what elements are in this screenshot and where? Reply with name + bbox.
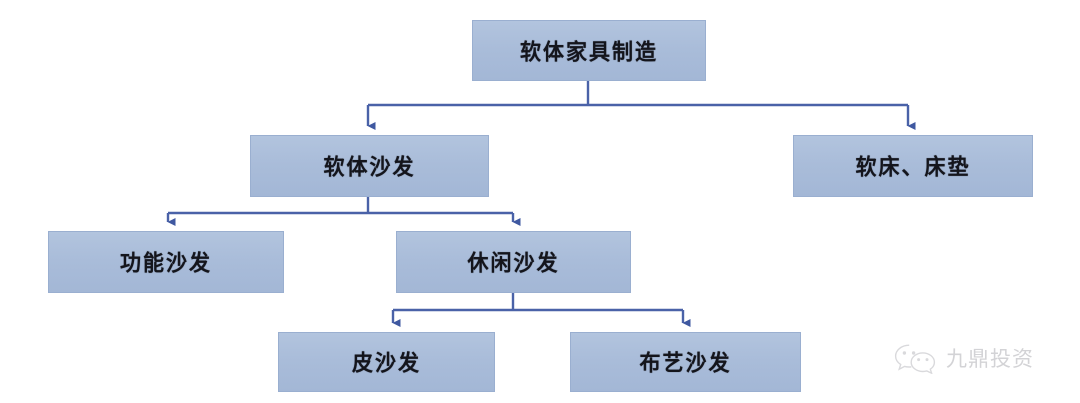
node-fabric-sofa-label: 布艺沙发 bbox=[639, 350, 732, 376]
node-root: 软体家具制造 bbox=[472, 20, 706, 81]
node-functional-sofa-label: 功能沙发 bbox=[120, 250, 212, 276]
node-soft-sofa: 软体沙发 bbox=[250, 135, 489, 197]
node-bed-mattress-label: 软床、床垫 bbox=[855, 154, 971, 180]
node-leisure-sofa-label: 休闲沙发 bbox=[467, 250, 560, 276]
node-fabric-sofa: 布艺沙发 bbox=[570, 332, 801, 392]
watermark: 九鼎投资 bbox=[893, 342, 1034, 374]
wechat-icon bbox=[894, 344, 936, 374]
node-leisure-sofa: 休闲沙发 bbox=[396, 231, 631, 293]
node-root-label: 软体家具制造 bbox=[520, 38, 658, 65]
node-leather-sofa-label: 皮沙发 bbox=[352, 350, 421, 376]
node-functional-sofa: 功能沙发 bbox=[48, 231, 284, 293]
node-bed-mattress: 软床、床垫 bbox=[793, 135, 1033, 197]
node-soft-sofa-label: 软体沙发 bbox=[323, 154, 416, 180]
node-leather-sofa: 皮沙发 bbox=[278, 332, 495, 392]
watermark-text: 九鼎投资 bbox=[946, 347, 1034, 371]
